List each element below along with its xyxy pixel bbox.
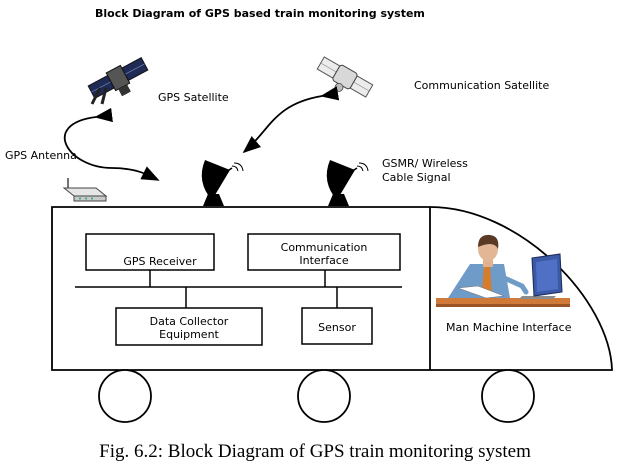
gps-satellite-icon xyxy=(87,57,149,105)
man-machine-interface-label: Man Machine Interface xyxy=(446,321,572,334)
gps-receiver-block: GPS Receiver xyxy=(85,233,215,271)
wheel-right xyxy=(481,369,535,423)
communication-interface-label-line2: Interface xyxy=(299,254,348,267)
gps-satellite-label: GPS Satellite xyxy=(158,91,229,104)
communication-interface-label-line1: Communication xyxy=(281,241,368,254)
wheel-middle xyxy=(297,369,351,423)
data-collector-label-line1: Data Collector xyxy=(150,315,229,328)
person-at-laptop-icon xyxy=(436,234,570,307)
gps-link-arrow xyxy=(63,107,160,181)
diagram-title: Block Diagram of GPS based train monitor… xyxy=(95,7,425,20)
communication-satellite-icon xyxy=(316,56,374,98)
sensor-label: Sensor xyxy=(318,321,356,334)
gps-receiver-label: GPS Receiver xyxy=(123,255,197,268)
data-collector-label-line2: Equipment xyxy=(159,328,219,341)
figure-caption: Fig. 6.2: Block Diagram of GPS train mon… xyxy=(99,441,531,462)
satellite-link-arrow xyxy=(242,86,340,154)
gps-antenna-label: GPS Antenna xyxy=(5,149,77,162)
wheel-left xyxy=(98,369,152,423)
gsmr-label-line1: GSMR/ Wireless xyxy=(382,157,468,170)
data-collector-block: Data Collector Equipment xyxy=(115,307,263,346)
router-icon xyxy=(62,178,108,202)
dish-antenna-right-icon xyxy=(326,160,369,206)
communication-satellite-label: Communication Satellite xyxy=(414,79,549,92)
gsmr-label-line2: Cable Signal xyxy=(382,171,451,184)
dish-antenna-left-icon xyxy=(201,160,244,206)
internal-wiring xyxy=(75,270,402,308)
sensor-block: Sensor xyxy=(301,307,373,345)
communication-interface-block: Communication Interface xyxy=(247,233,401,271)
